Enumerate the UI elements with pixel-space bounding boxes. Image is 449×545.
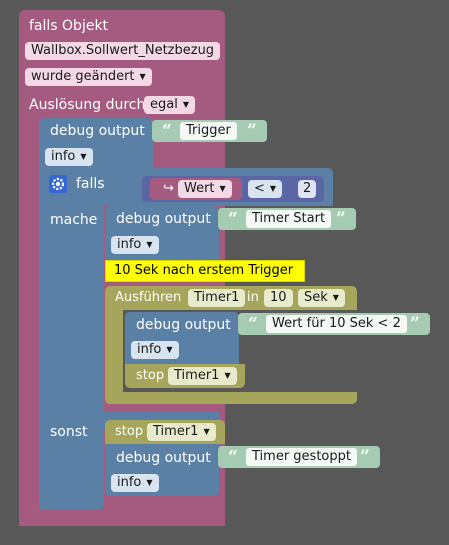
stop-label: stop: [115, 424, 144, 439]
stop-timer-dropdown[interactable]: Timer1 ▼: [168, 367, 237, 385]
quote-open-icon: “: [228, 447, 238, 467]
if-else-block[interactable]: [39, 168, 104, 510]
debug-level-dropdown[interactable]: info ▼: [131, 341, 179, 359]
stop-timer-dropdown[interactable]: Timer1 ▼: [147, 423, 216, 441]
variable-arrow-icon: ↪: [163, 181, 174, 196]
variable-dropdown[interactable]: Wert ▼: [178, 180, 232, 198]
comment-text: 10 Sek nach erstem Trigger: [114, 263, 294, 278]
text-block-value[interactable]: “ Wert für 10 Sek < 2 ”: [238, 313, 430, 335]
timer-name-field[interactable]: Timer1: [188, 289, 246, 307]
unit-value: Sek: [304, 290, 328, 305]
quote-close-icon: ”: [410, 314, 420, 334]
chevron-down-icon: ▼: [332, 293, 339, 302]
trigger-title: falls Objekt: [29, 18, 109, 34]
debug-label: debug output: [136, 317, 231, 333]
timeout-label: Ausführen: [115, 290, 182, 305]
trigger-block-foot: [19, 512, 225, 526]
comment-bubble[interactable]: 10 Sek nach erstem Trigger: [105, 260, 305, 282]
number-value: 2: [303, 181, 312, 196]
sonst-label: sonst: [50, 424, 88, 440]
debug-level-value: info: [137, 342, 162, 357]
mache-label: mache: [50, 212, 98, 228]
falls-label: falls: [76, 176, 105, 192]
event-dropdown[interactable]: wurde geändert ▼: [25, 68, 152, 86]
timer-name-value: Timer1: [194, 290, 240, 305]
debug-level-dropdown[interactable]: info ▼: [45, 148, 93, 166]
debug-label: debug output: [116, 211, 211, 227]
text-block-timer-start[interactable]: “ Timer Start ”: [218, 208, 356, 230]
in-label: in: [247, 290, 259, 305]
stop-timer-value: Timer1: [153, 424, 199, 439]
object-id-value: Wallbox.Sollwert_Netzbezug: [31, 43, 215, 58]
gear-icon[interactable]: [49, 175, 67, 193]
delay-field[interactable]: 10: [264, 289, 293, 307]
debug-level-dropdown[interactable]: info ▼: [111, 474, 159, 492]
stop-timer-value: Timer1: [174, 368, 220, 383]
quote-open-icon: “: [228, 209, 238, 229]
object-id-field[interactable]: Wallbox.Sollwert_Netzbezug: [25, 42, 221, 60]
quote-close-icon: ”: [247, 121, 257, 141]
quote-open-icon: “: [248, 314, 258, 334]
debug-label: debug output: [116, 450, 211, 466]
text-value[interactable]: Timer Start: [246, 210, 332, 228]
debug-level-value: info: [117, 475, 142, 490]
event-dropdown-value: wurde geändert: [31, 69, 135, 84]
operator-value: <: [254, 181, 265, 196]
debug-level-dropdown[interactable]: info ▼: [111, 236, 159, 254]
trigger-dropdown-value: egal: [150, 97, 178, 112]
timeout-bottom-bar: [105, 392, 357, 404]
trigger-dropdown[interactable]: egal ▼: [144, 96, 195, 114]
chevron-down-icon: ▼: [203, 427, 210, 436]
chevron-down-icon: ▼: [146, 240, 153, 249]
text-block-trigger[interactable]: “ Trigger ”: [152, 120, 267, 142]
chevron-down-icon: ▼: [269, 184, 277, 193]
text-value[interactable]: Wert für 10 Sek < 2: [266, 315, 407, 333]
operator-dropdown[interactable]: <▼: [248, 180, 283, 198]
debug-level-value: info: [117, 237, 142, 252]
delay-value: 10: [270, 290, 287, 305]
chevron-down-icon: ▼: [139, 72, 146, 81]
trigger-label: Auslösung durch: [29, 97, 146, 113]
chevron-down-icon: ▼: [80, 152, 87, 161]
debug-block-timer-start-body: [105, 256, 219, 260]
text-value[interactable]: Timer gestoppt: [246, 448, 357, 466]
chevron-down-icon: ▼: [166, 345, 173, 354]
quote-open-icon: “: [162, 121, 172, 141]
number-field[interactable]: 2: [298, 180, 317, 198]
text-block-timer-stopped[interactable]: “ Timer gestoppt ”: [218, 446, 380, 468]
unit-dropdown[interactable]: Sek ▼: [298, 289, 345, 307]
quote-close-icon: ”: [336, 209, 346, 229]
variable-name: Wert: [184, 181, 215, 196]
stop-label: stop: [136, 368, 165, 383]
chevron-down-icon: ▼: [224, 371, 231, 380]
debug-level-value: info: [51, 149, 76, 164]
text-value[interactable]: Trigger: [180, 122, 237, 140]
debug-label: debug output: [50, 123, 145, 139]
quote-close-icon: ”: [360, 447, 370, 467]
chevron-down-icon: ▼: [182, 100, 189, 109]
chevron-down-icon: ▼: [146, 478, 153, 487]
chevron-down-icon: ▼: [219, 184, 226, 193]
